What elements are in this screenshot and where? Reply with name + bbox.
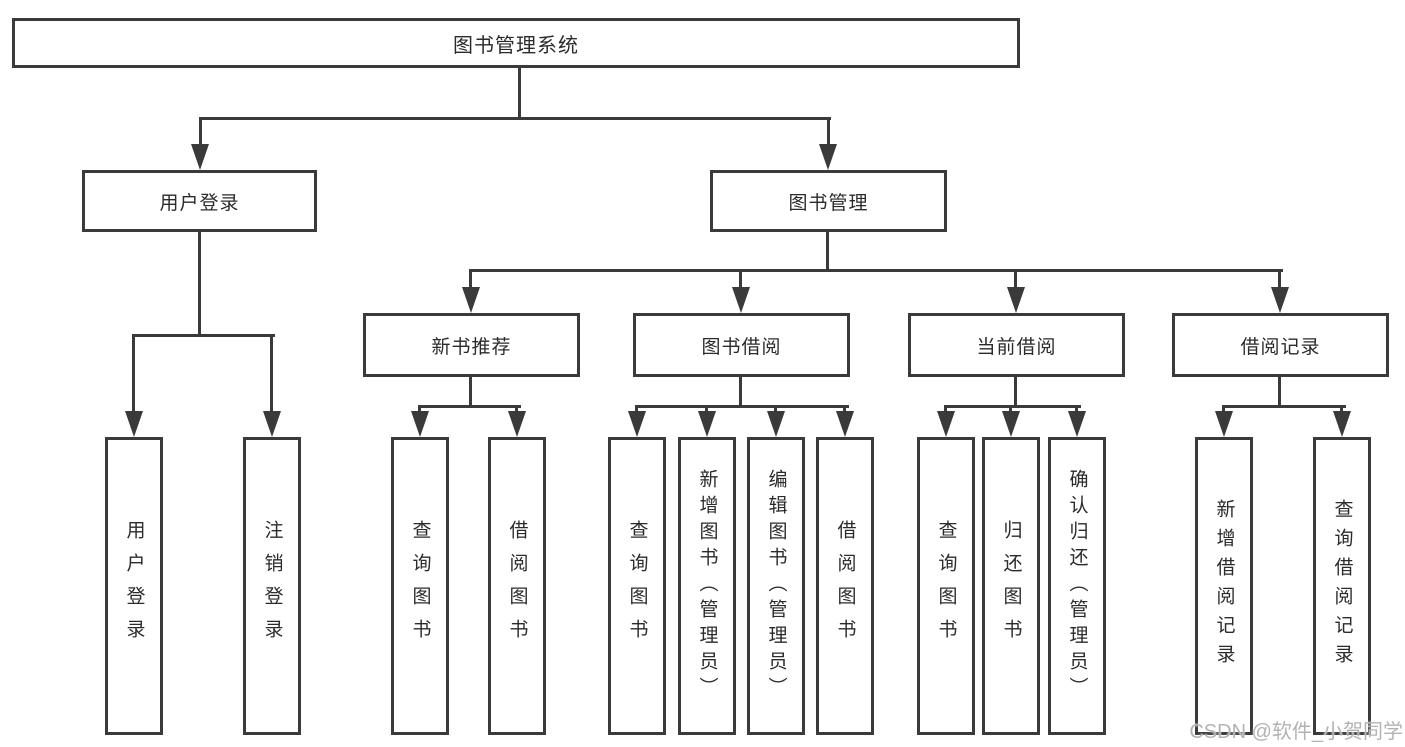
leaf-label: 新增图书（管理员） — [696, 469, 718, 703]
leaf-label: 确认归还（管理员） — [1066, 469, 1088, 703]
connector-line — [1075, 405, 1078, 415]
connector-line — [1340, 405, 1343, 415]
leaf-label: 查询图书 — [935, 520, 957, 652]
arrow-down-icon — [263, 411, 281, 437]
connector-line — [739, 269, 742, 291]
leaf-label: 归还图书 — [1000, 520, 1022, 652]
connector-line — [469, 269, 472, 291]
leaf-label: 用户登录 — [123, 520, 145, 652]
leaf-return-books: 归还图书 — [982, 437, 1040, 735]
connector-line — [515, 405, 518, 415]
connector-line — [774, 405, 777, 415]
leaf-label: 借阅图书 — [506, 520, 528, 652]
connector-line — [1222, 405, 1346, 408]
node-label: 新书推荐 — [431, 336, 512, 358]
leaf-borrow-books-recommend: 借阅图书 — [488, 437, 546, 735]
connector-line — [518, 68, 521, 120]
arrow-down-icon — [819, 144, 837, 170]
leaf-query-books-recommend: 查询图书 — [391, 437, 449, 735]
connector-line — [132, 334, 135, 413]
arrow-down-icon — [1215, 411, 1233, 437]
connector-line — [1014, 377, 1017, 408]
connector-line — [739, 377, 742, 408]
connector-line — [635, 405, 638, 415]
arrow-down-icon — [836, 411, 854, 437]
arrow-down-icon — [191, 144, 209, 170]
connector-line — [418, 405, 521, 408]
arrow-down-icon — [462, 287, 480, 313]
connector-line — [418, 405, 421, 415]
node-library-system: 图书管理系统 — [12, 18, 1020, 68]
node-new-book-recommend: 新书推荐 — [363, 313, 580, 377]
node-label: 用户登录 — [159, 192, 240, 214]
connector-line — [1222, 405, 1225, 415]
connector-line — [1278, 377, 1281, 408]
leaf-borrow-books-borrowing: 借阅图书 — [816, 437, 874, 735]
leaf-label: 注销登录 — [261, 520, 283, 652]
node-label: 图书管理 — [788, 192, 869, 214]
arrow-down-icon — [1271, 287, 1289, 313]
connector-line — [944, 405, 1081, 408]
node-user-login: 用户登录 — [82, 170, 317, 232]
csdn-watermark: CSDN @软件_小贺同学 — [1189, 721, 1403, 743]
connector-line — [270, 334, 273, 413]
arrow-down-icon — [767, 411, 785, 437]
leaf-confirm-return-admin: 确认归还（管理员） — [1048, 437, 1106, 735]
leaf-user-login: 用户登录 — [105, 437, 163, 735]
connector-line — [635, 405, 849, 408]
connector-line — [199, 117, 202, 147]
connector-line — [198, 232, 201, 337]
leaf-edit-books-admin: 编辑图书（管理员） — [747, 437, 805, 735]
arrow-down-icon — [508, 411, 526, 437]
arrow-down-icon — [1068, 411, 1086, 437]
connector-line — [1014, 269, 1017, 291]
leaf-query-books-borrowing: 查询图书 — [608, 437, 666, 735]
connector-line — [199, 117, 831, 120]
arrow-down-icon — [411, 411, 429, 437]
node-label: 图书管理系统 — [453, 34, 579, 57]
leaf-add-books-admin: 新增图书（管理员） — [678, 437, 736, 735]
node-label: 当前借阅 — [976, 336, 1057, 358]
arrow-down-icon — [732, 287, 750, 313]
arrow-down-icon — [698, 411, 716, 437]
leaf-query-borrow-record: 查询借阅记录 — [1313, 437, 1371, 735]
leaf-add-borrow-record: 新增借阅记录 — [1195, 437, 1253, 735]
leaf-logout: 注销登录 — [243, 437, 301, 735]
connector-line — [469, 377, 472, 408]
connector-line — [944, 405, 947, 415]
node-book-borrowing: 图书借阅 — [633, 313, 850, 377]
node-label: 借阅记录 — [1240, 336, 1321, 358]
connector-line — [1009, 405, 1012, 415]
arrow-down-icon — [628, 411, 646, 437]
arrow-down-icon — [1002, 411, 1020, 437]
leaf-label: 查询借阅记录 — [1331, 499, 1353, 673]
node-label: 图书借阅 — [701, 336, 782, 358]
leaf-label: 新增借阅记录 — [1213, 499, 1235, 673]
connector-line — [705, 405, 708, 415]
leaf-label: 查询图书 — [409, 520, 431, 652]
connector-line — [827, 117, 830, 147]
connector-line — [843, 405, 846, 415]
connector-line — [1278, 269, 1281, 291]
node-book-management: 图书管理 — [710, 170, 947, 232]
connector-line — [826, 232, 829, 272]
connector-line — [132, 334, 275, 337]
leaf-query-books-current: 查询图书 — [917, 437, 975, 735]
arrow-down-icon — [1007, 287, 1025, 313]
arrow-down-icon — [125, 411, 143, 437]
node-current-borrowing: 当前借阅 — [908, 313, 1125, 377]
arrow-down-icon — [937, 411, 955, 437]
arrow-down-icon — [1333, 411, 1351, 437]
leaf-label: 借阅图书 — [834, 520, 856, 652]
leaf-label: 查询图书 — [626, 520, 648, 652]
leaf-label: 编辑图书（管理员） — [765, 469, 787, 703]
node-borrowing-records: 借阅记录 — [1172, 313, 1389, 377]
connector-line — [469, 269, 1283, 272]
